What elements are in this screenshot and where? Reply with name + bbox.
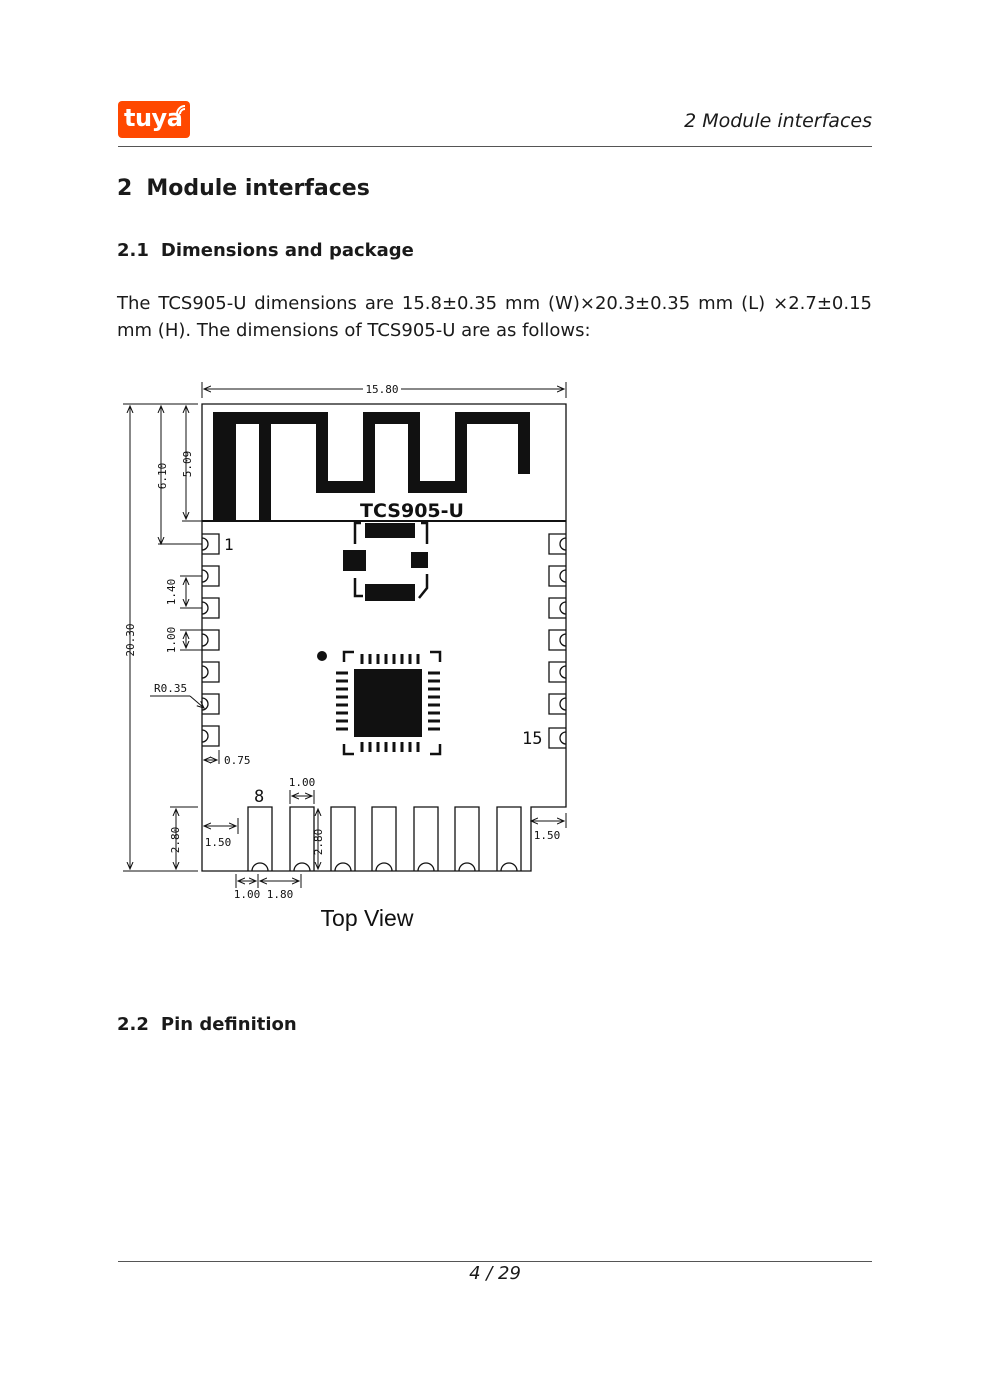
header-divider [118,146,872,147]
figure-caption: Top View [321,905,414,931]
subsection-number: 2.1 [117,240,149,261]
subsection-heading-dimensions: 2.1 Dimensions and package [117,240,414,261]
qfn-chip [336,650,442,756]
dim-pad-height-mid: 2.80 [312,829,325,856]
dim-side-margin-right: 1.50 [534,829,561,842]
section-heading: 2 Module interfaces [117,176,370,201]
dim-pad-height-left: 2.80 [169,827,182,854]
tuya-logo: tuya [118,101,190,138]
dim-bottom-pad: 1.00 [289,776,316,789]
bottom-pads [247,806,522,872]
module-outline [201,403,567,872]
subsection-heading-pin-definition: 2.2 Pin definition [117,1014,297,1035]
dim-offset: 0.75 [224,754,251,767]
dim-antenna-b: 5.09 [181,451,194,478]
pin-8-label: 8 [254,787,264,807]
dim-radius: R0.35 [154,682,187,695]
page-number: 4 / 29 [469,1263,521,1284]
subsection-title: Dimensions and package [160,240,414,261]
dim-bottom-a: 1.00 [234,888,261,901]
dim-bottom-b: 1.80 [267,888,294,901]
dim-side-margin-left: 1.50 [205,836,232,849]
module-dimension-drawing: 15.80 20.30 6.10 5.09 1.40 1.00 R0.35 0.… [118,378,588,948]
module-name-label: TCS905-U [360,500,464,522]
top-components [343,523,428,601]
subsection-title: Pin definition [160,1014,297,1035]
pin-1-label: 1 [224,535,234,554]
pin-1-dot [317,651,327,661]
footer-divider [118,1261,872,1262]
dim-length: 20.30 [124,623,137,656]
antenna-trace [213,412,530,520]
dim-antenna-a: 6.10 [156,463,169,490]
pin-15-label: 15 [522,729,542,749]
dimension-diagram-svg: 15.80 20.30 6.10 5.09 1.40 1.00 R0.35 0.… [123,382,567,931]
logo-text: tuya [124,104,183,132]
subsection-number: 2.2 [117,1014,149,1035]
dim-pitch: 1.40 [165,579,178,606]
section-title: Module interfaces [146,176,370,201]
dim-width: 15.80 [365,383,398,396]
right-pads [548,533,567,749]
left-pads [201,533,220,747]
running-header: 2 Module interfaces [684,110,872,132]
dimensions-paragraph: The TCS905-U dimensions are 15.8±0.35 mm… [117,293,872,341]
section-number: 2 [117,176,133,201]
dim-pad: 1.00 [165,627,178,654]
wifi-icon [176,105,186,115]
